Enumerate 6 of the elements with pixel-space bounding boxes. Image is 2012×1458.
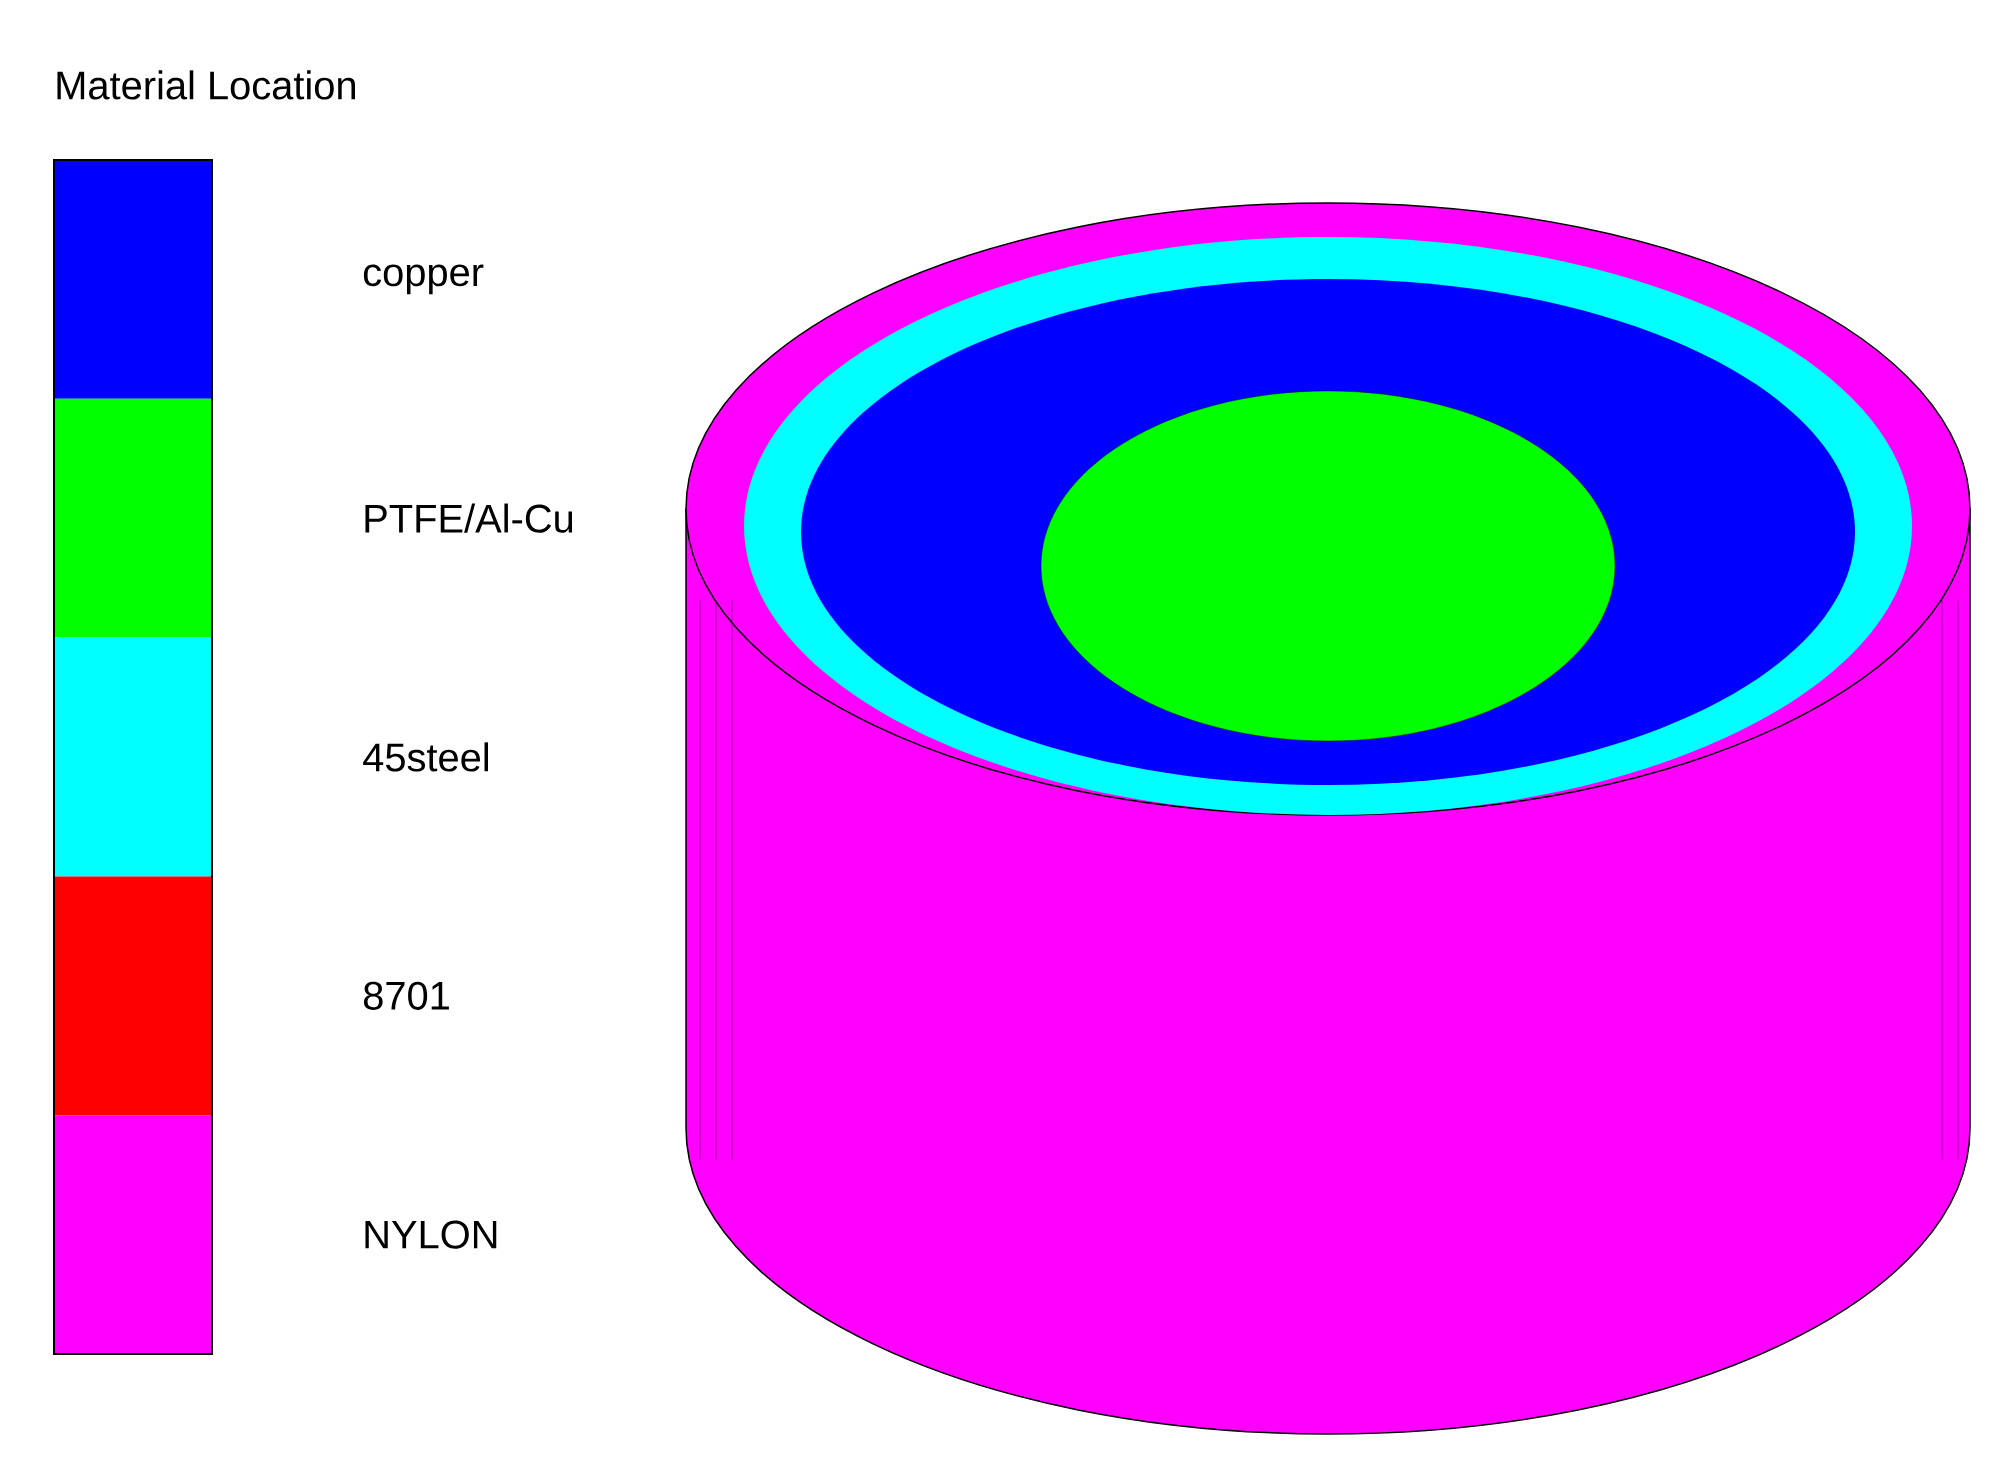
legend-label: 45steel — [363, 742, 489, 772]
legend-label: PTFE/Al-Cu — [365, 503, 573, 533]
legend-label: copper — [363, 264, 484, 295]
legend-label: NYLON — [365, 1220, 497, 1249]
legend-title: Material Location — [57, 70, 355, 100]
legend-label: 8701 — [363, 981, 449, 1010]
